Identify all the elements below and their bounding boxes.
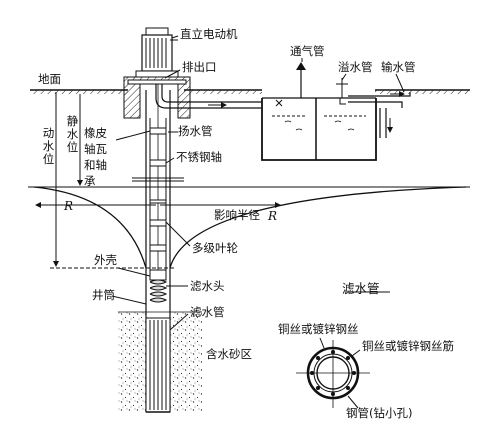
label-copper-wire-rib: 铜丝或镀锌钢丝筋 bbox=[362, 339, 454, 353]
label-copper-wire: 铜丝或镀锌钢丝 bbox=[278, 322, 359, 336]
label-vent-pipe: 通气管 bbox=[290, 44, 325, 58]
filter-section-title: 滤水管 bbox=[342, 281, 380, 296]
label-discharge: 排出口 bbox=[182, 60, 217, 74]
label-rubber-bearing: 橡皮轴瓦和轴承 bbox=[84, 126, 107, 188]
label-influence-radius: 影响半径 bbox=[214, 208, 260, 222]
label-delivery-pipe: 输水管 bbox=[381, 60, 416, 74]
label-well-casing: 井筒 bbox=[92, 288, 115, 302]
filter-head-and-impeller bbox=[149, 269, 168, 303]
label-multistage-impeller: 多级叶轮 bbox=[192, 241, 238, 255]
filter-pipe-screen bbox=[145, 317, 171, 413]
water-level-lines bbox=[28, 177, 470, 269]
label-filter-pipe: 滤水管 bbox=[190, 305, 225, 319]
label-static-level: 静水位 bbox=[66, 114, 79, 154]
label-stainless-shaft: 不锈钢轴 bbox=[176, 150, 222, 164]
drawdown-cone bbox=[33, 186, 467, 269]
label-ground: 地面 bbox=[38, 72, 61, 86]
label-filter-head: 滤水头 bbox=[190, 279, 225, 293]
discharge-pipe bbox=[155, 84, 262, 109]
label-aquifer: 含水砂区 bbox=[206, 347, 252, 361]
ground-surface bbox=[30, 89, 470, 94]
label-dynamic-level: 动水位 bbox=[42, 126, 55, 166]
label-motor: 直立电动机 bbox=[180, 27, 238, 41]
water-tank bbox=[261, 62, 411, 161]
leader-lines bbox=[111, 35, 405, 331]
label-overflow-pipe: 溢水管 bbox=[338, 60, 373, 74]
label-radius-left: R bbox=[64, 199, 74, 213]
label-steel-pipe: 钢管(钻小孔) bbox=[346, 406, 413, 420]
motor bbox=[135, 27, 179, 78]
aquifer-zone bbox=[118, 311, 202, 412]
label-radius-right: R bbox=[268, 209, 278, 223]
filter-pipe-cross-section bbox=[296, 290, 390, 409]
label-housing: 外壳 bbox=[94, 253, 117, 267]
pump-base-foundation bbox=[123, 76, 191, 119]
label-lift-pipe: 扬水管 bbox=[178, 124, 213, 138]
level-dimension-arrows bbox=[53, 92, 83, 267]
